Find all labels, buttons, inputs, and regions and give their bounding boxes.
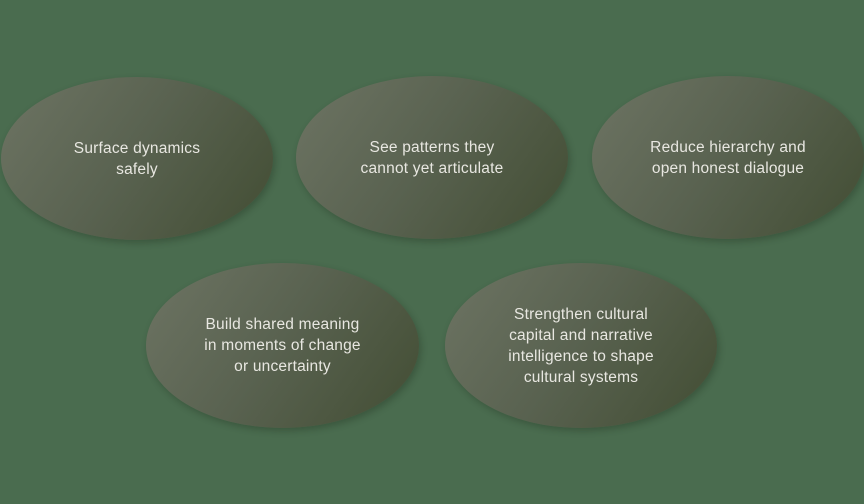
ellipse-strengthen-cultural: Strengthen cultural capital and narrativ… xyxy=(445,263,717,428)
ellipse-label-reduce-hierarchy: Reduce hierarchy and open honest dialogu… xyxy=(650,138,806,177)
ellipse-label-strengthen-cultural: Strengthen cultural capital and narrativ… xyxy=(508,305,654,386)
ellipse-label-build-shared-meaning: Build shared meaning in moments of chang… xyxy=(204,316,361,375)
ellipse-label-see-patterns: See patterns they cannot yet articulate xyxy=(360,138,504,177)
ellipse-see-patterns: See patterns they cannot yet articulate xyxy=(296,76,568,239)
ellipse-label-surface-dynamics: Surface dynamics safely xyxy=(73,139,201,178)
ellipse-reduce-hierarchy: Reduce hierarchy and open honest dialogu… xyxy=(592,76,864,239)
ellipse-surface-dynamics-safely: Surface dynamics safely xyxy=(1,77,273,240)
ellipse-build-shared-meaning: Build shared meaning in moments of chang… xyxy=(146,263,419,428)
